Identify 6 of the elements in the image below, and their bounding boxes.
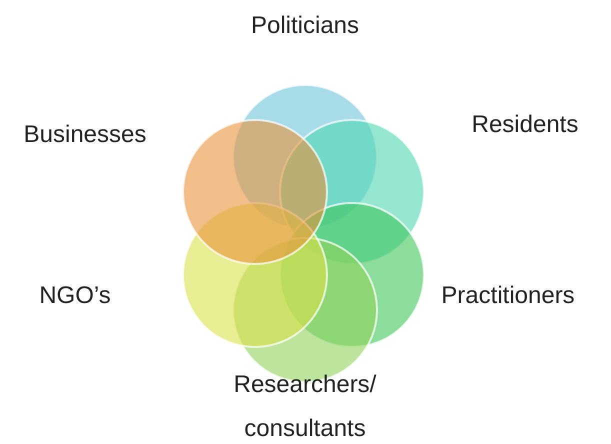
stakeholder-label: Researchers/ consultants — [232, 370, 378, 444]
stakeholder-label: Politicians — [250, 11, 360, 41]
stakeholder-label: Businesses — [22, 120, 148, 150]
stakeholder-label: Residents — [470, 110, 580, 140]
stakeholder-label: NGO’s — [38, 281, 112, 311]
stakeholder-label: Practitioners — [440, 281, 576, 311]
